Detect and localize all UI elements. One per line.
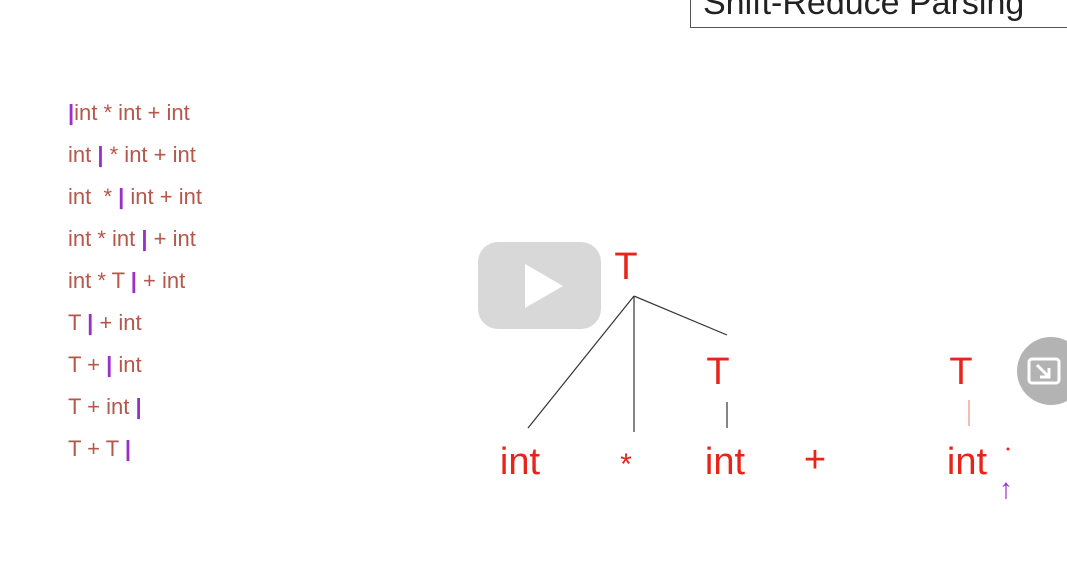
parse-step: int * | int + int <box>68 180 202 222</box>
cursor-bar: | <box>118 184 125 209</box>
parse-step: T | + int <box>68 306 202 348</box>
tree-node-t: T <box>949 351 972 393</box>
parse-step: T + | int <box>68 348 202 390</box>
step-right: + int <box>147 226 196 251</box>
step-right: int * int + int <box>74 100 190 125</box>
cursor-bar: | <box>106 352 113 377</box>
step-left: T <box>68 310 88 335</box>
tree-node-t: T <box>706 351 729 393</box>
parse-step: int * int | + int <box>68 222 202 264</box>
cursor-bar: | <box>130 268 137 293</box>
step-right: int + int <box>124 184 202 209</box>
token-int: int <box>947 441 988 483</box>
step-left: int * <box>68 184 119 209</box>
picture-in-picture-button[interactable] <box>1017 337 1067 405</box>
dot-mark <box>1006 447 1010 451</box>
step-left: T + T <box>68 436 125 461</box>
step-right: + int <box>136 268 186 293</box>
parse-step: int * T | + int <box>68 264 202 306</box>
cursor-bar: | <box>68 100 75 125</box>
tree-root-t: T <box>614 246 637 288</box>
step-left: T + int <box>68 394 136 419</box>
token-int: int <box>500 441 541 483</box>
step-left: int <box>68 142 98 167</box>
tree-edge <box>633 295 728 336</box>
step-left: int * T <box>68 268 131 293</box>
cursor-bar: | <box>87 310 94 335</box>
step-right: int <box>112 352 142 377</box>
picture-in-picture-icon <box>1027 357 1061 385</box>
step-right: + int <box>93 310 142 335</box>
cursor-bar: | <box>124 436 132 461</box>
parse-step: T + int | <box>68 390 202 432</box>
cursor-bar: | <box>135 394 142 419</box>
step-left: T + <box>68 352 107 377</box>
parse-steps-list: |int * int + int int | * int + int int *… <box>68 96 202 474</box>
play-icon <box>524 263 563 308</box>
slide-title: Shift-Reduce Parsing <box>690 0 1067 28</box>
token-int: int <box>705 441 746 483</box>
play-button[interactable] <box>478 242 601 329</box>
tree-edge <box>527 295 635 429</box>
cursor-bar: | <box>141 226 148 251</box>
pointer-arrow: ↑ <box>999 473 1013 504</box>
step-right: * int + int <box>103 142 196 167</box>
parse-step: T + T | <box>68 432 202 474</box>
parse-step: int | * int + int <box>68 138 202 180</box>
cursor-bar: | <box>97 142 104 167</box>
token-star: * <box>620 448 632 481</box>
step-left: int * int <box>68 226 142 251</box>
token-plus: + <box>804 439 826 481</box>
parse-step: |int * int + int <box>68 96 202 138</box>
